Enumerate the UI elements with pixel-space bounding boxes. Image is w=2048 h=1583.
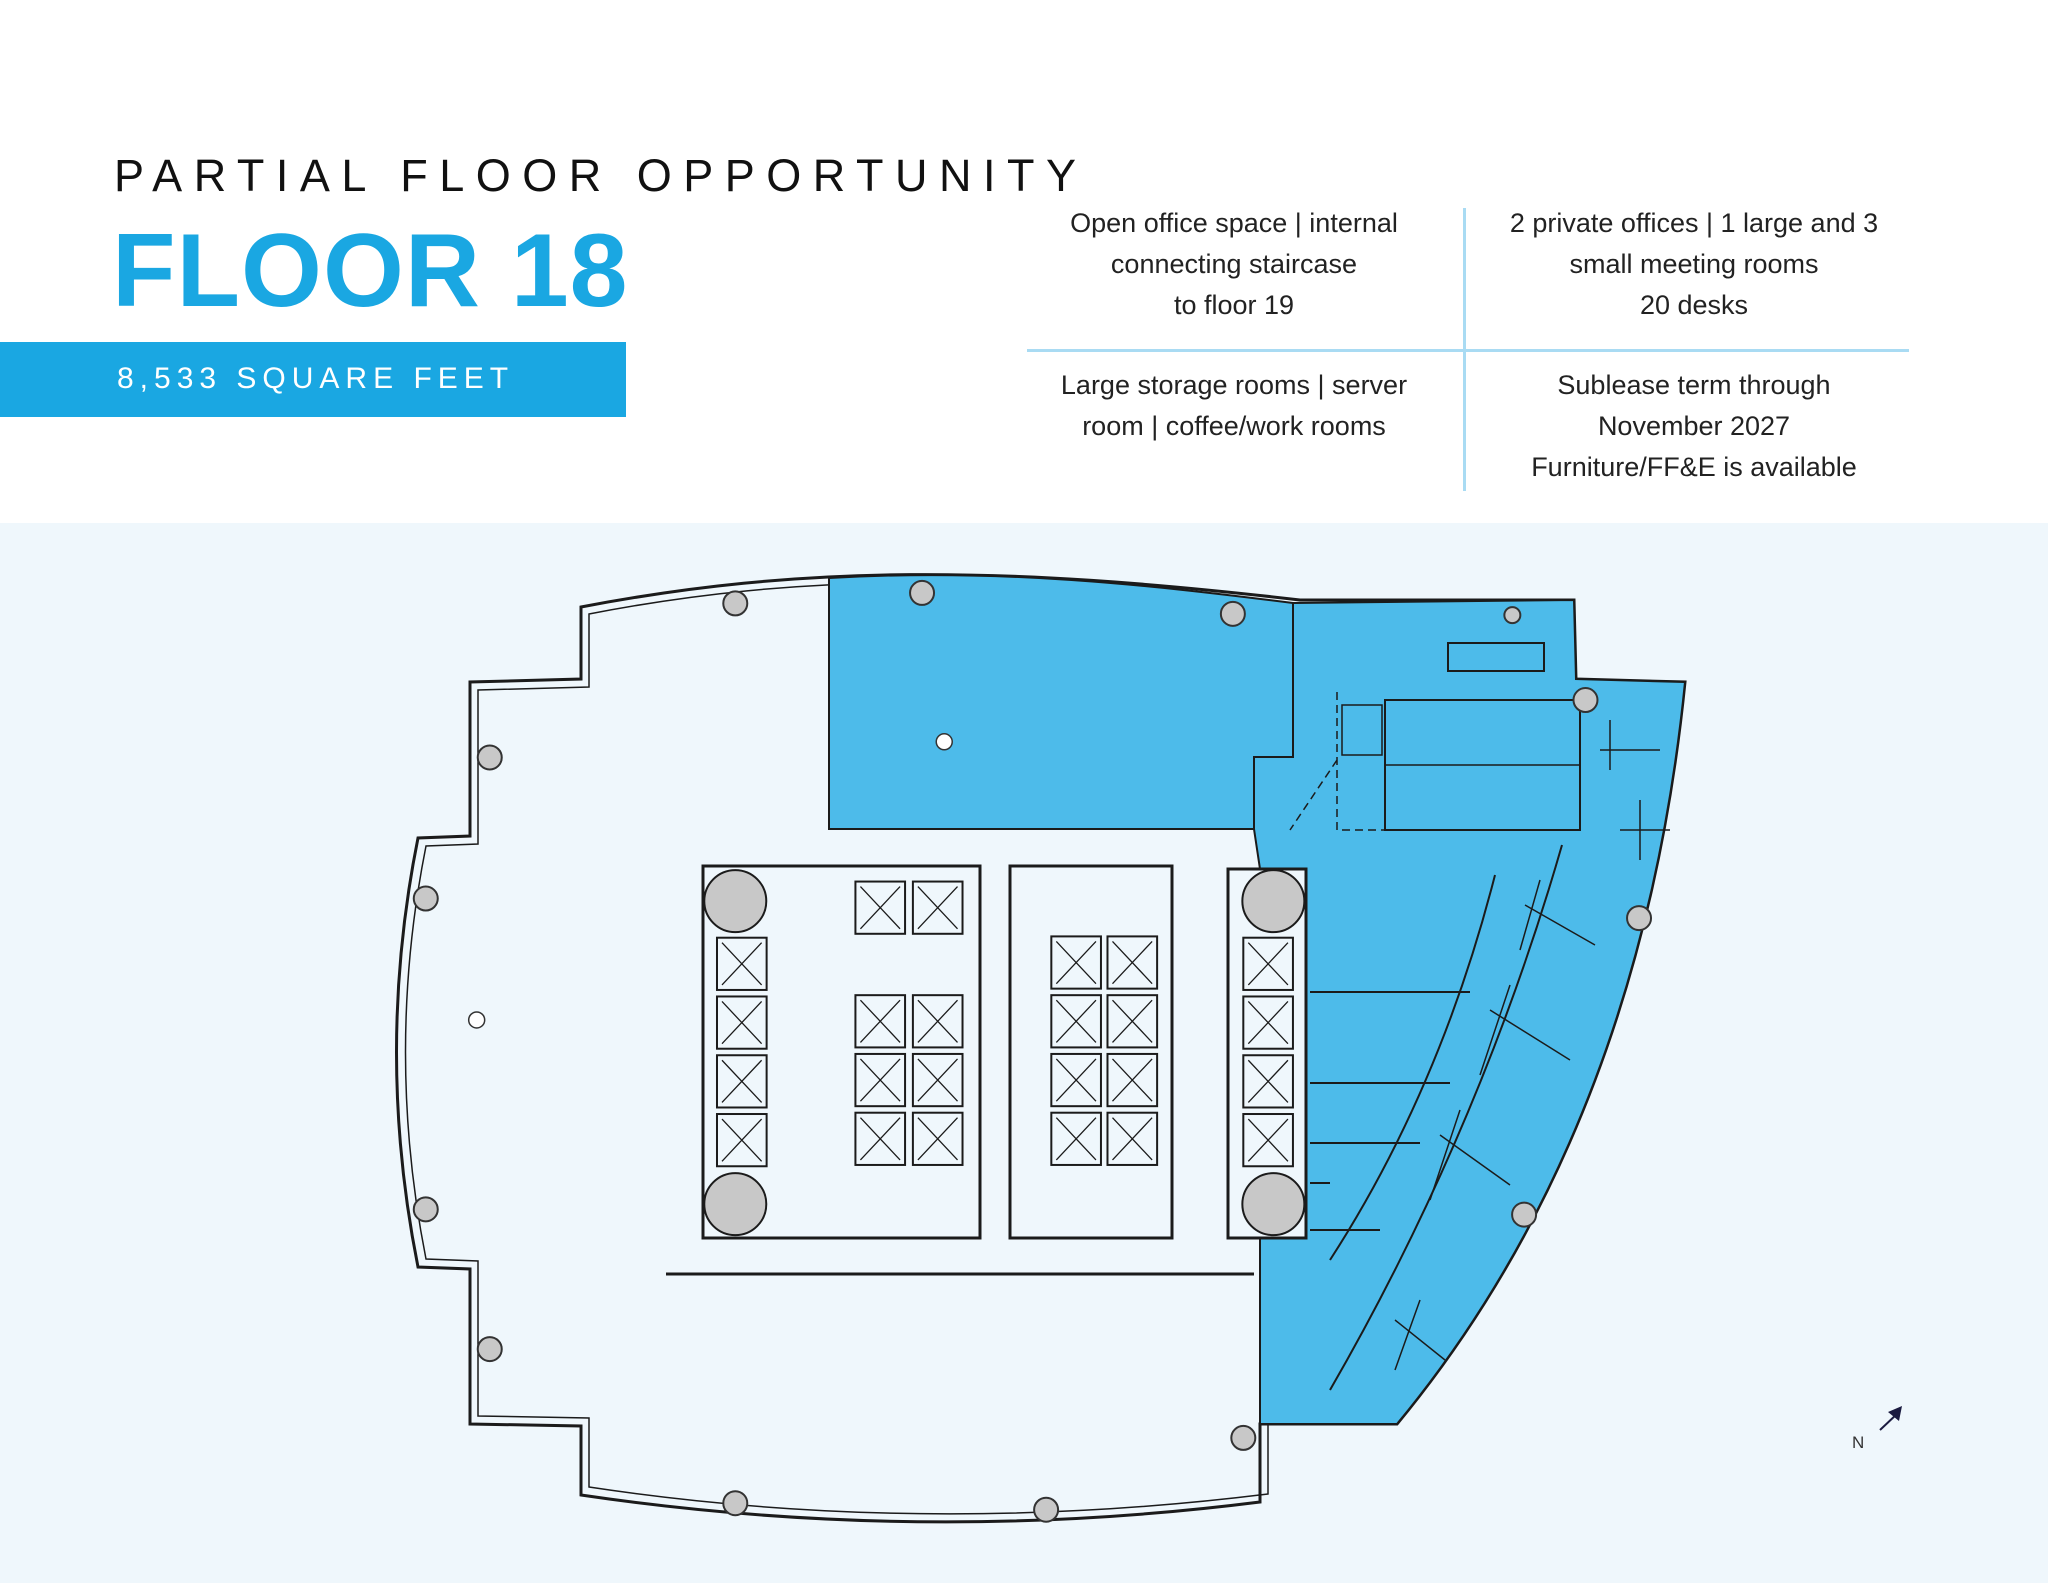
feature-line: Furniture/FF&E is available bbox=[1531, 452, 1857, 482]
elevator-car bbox=[911, 1052, 964, 1108]
perimeter-column bbox=[1033, 1496, 1060, 1523]
open-column bbox=[935, 733, 953, 751]
elevator-car bbox=[1050, 1111, 1102, 1166]
core-center bbox=[1008, 864, 1174, 1240]
feature-line: connecting staircase bbox=[1110, 249, 1358, 279]
page-title: FLOOR 18 bbox=[112, 213, 629, 329]
area-banner: 8,533 SQUARE FEET bbox=[0, 342, 626, 417]
elevator-car bbox=[911, 1111, 964, 1166]
feature-line: 20 desks bbox=[1639, 290, 1749, 320]
interior-arc-wall bbox=[1329, 844, 1563, 1391]
elevator-car bbox=[1106, 994, 1159, 1049]
elevator-car bbox=[911, 994, 964, 1049]
feature-cell-sublease: Sublease term through November 2027 Furn… bbox=[1479, 365, 1909, 488]
feature-line: 2 private offices | 1 large and 3 bbox=[1509, 208, 1879, 238]
perimeter-column bbox=[1219, 600, 1246, 627]
elevator-car bbox=[1106, 1052, 1159, 1108]
elevator-car bbox=[1242, 995, 1294, 1050]
feature-line: Open office space | internal bbox=[1070, 208, 1398, 238]
perimeter-column bbox=[722, 1490, 749, 1517]
feature-cell-storage: Large storage rooms | server room | coff… bbox=[1019, 365, 1449, 447]
feature-cell-offices: 2 private offices | 1 large and 3 small … bbox=[1479, 203, 1909, 326]
elevator-car bbox=[854, 1052, 907, 1108]
perimeter-column bbox=[1572, 687, 1599, 714]
perimeter-column bbox=[909, 579, 936, 606]
feature-line: Large storage rooms | server bbox=[1060, 370, 1408, 400]
perimeter-column bbox=[412, 1196, 439, 1223]
perimeter-column bbox=[1626, 905, 1653, 932]
elevator-car bbox=[1242, 1113, 1294, 1168]
core-column bbox=[1241, 869, 1306, 934]
staircase-opening bbox=[1289, 692, 1390, 831]
kicker-heading: PARTIAL FLOOR OPPORTUNITY bbox=[114, 150, 1088, 201]
open-column bbox=[467, 1011, 486, 1029]
staircase bbox=[1341, 704, 1383, 756]
feature-line: Sublease term through bbox=[1557, 370, 1831, 400]
elevator-car bbox=[854, 880, 907, 935]
north-arrow-icon bbox=[1888, 1406, 1902, 1421]
feature-line: small meeting rooms bbox=[1569, 249, 1819, 279]
feature-line: November 2027 bbox=[1597, 411, 1791, 441]
meeting-room-table bbox=[1447, 642, 1545, 672]
elevator-car bbox=[854, 994, 907, 1049]
feature-cell-open-office: Open office space | internal connecting … bbox=[1019, 203, 1449, 326]
core-column bbox=[703, 1172, 768, 1237]
core-column bbox=[1241, 1172, 1306, 1237]
perimeter-column bbox=[412, 885, 439, 912]
perimeter-column bbox=[722, 590, 749, 617]
feature-line: room | coffee/work rooms bbox=[1082, 411, 1386, 441]
interior-arc-wall bbox=[1329, 874, 1496, 1261]
elevator-car bbox=[1050, 1052, 1102, 1108]
feature-grid-horizontal-divider bbox=[1027, 349, 1909, 352]
core-column bbox=[703, 869, 768, 934]
perimeter-column bbox=[1503, 606, 1522, 625]
elevator-car bbox=[1242, 1054, 1294, 1109]
elevator-car bbox=[1050, 935, 1102, 990]
north-arrow: N bbox=[1852, 1406, 1902, 1452]
perimeter-column bbox=[1511, 1201, 1538, 1228]
feature-line: to floor 19 bbox=[1173, 290, 1295, 320]
elevator-car bbox=[715, 995, 768, 1050]
elevator-car bbox=[911, 880, 964, 935]
storage-rooms bbox=[1310, 991, 1470, 1231]
elevator-car bbox=[854, 1111, 907, 1166]
elevator-car bbox=[715, 1113, 768, 1168]
elevator-car bbox=[1242, 936, 1294, 991]
elevator-car bbox=[1050, 994, 1102, 1049]
perimeter-column bbox=[476, 744, 503, 771]
workstations bbox=[1394, 720, 1670, 1371]
elevator-car bbox=[1106, 1111, 1159, 1166]
elevator-car bbox=[1106, 935, 1159, 990]
perimeter-column bbox=[1230, 1424, 1257, 1451]
north-label: N bbox=[1852, 1433, 1864, 1452]
elevator-car bbox=[715, 1054, 768, 1109]
elevator-car bbox=[715, 936, 768, 991]
area-label: 8,533 SQUARE FEET bbox=[117, 362, 515, 395]
perimeter-column bbox=[476, 1336, 503, 1363]
available-space-east bbox=[1253, 598, 1687, 1425]
